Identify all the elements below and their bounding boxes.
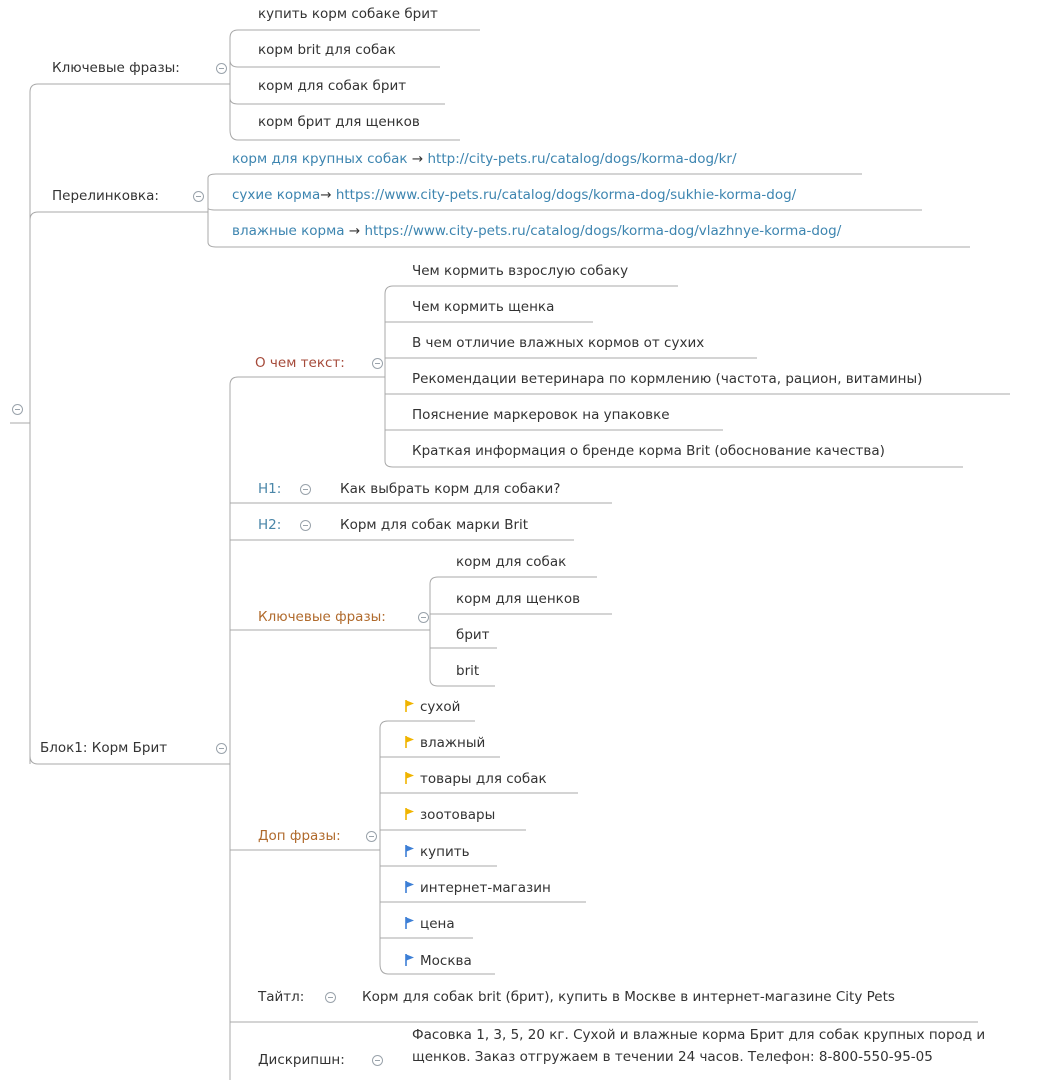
block-keyphrase-item: brit — [456, 663, 480, 679]
interlinking-collapse-icon[interactable] — [193, 191, 204, 202]
h1-label: H1: — [258, 481, 282, 497]
keyphrase-item: корм брит для щенков — [258, 114, 420, 130]
interlinking-label: Перелинковка: — [52, 188, 159, 204]
extra-label: Доп фразы: — [258, 828, 341, 844]
extra-item: влажный — [420, 735, 486, 751]
description-label: Дискрипшн: — [258, 1052, 345, 1068]
about-label: О чем текст: — [255, 355, 345, 371]
block1-label: Блок1: Корм Брит — [40, 740, 168, 756]
extra-item: зоотовары — [420, 807, 496, 823]
extra-item: цена — [420, 916, 455, 932]
root-branch-block1 — [29, 755, 230, 765]
description-line: щенков. Заказ отгружаем в течении 24 час… — [412, 1049, 933, 1065]
yellow-flag-icon — [405, 700, 414, 712]
extra-item: интернет-магазин — [420, 880, 551, 896]
blue-flag-icon — [405, 917, 414, 929]
yellow-flag-icon — [405, 736, 414, 748]
extra-item: сухой — [420, 699, 461, 715]
extra-item: Москва — [420, 953, 472, 969]
about-item: В чем отличие влажных кормов от сухих — [412, 335, 705, 351]
h1-value: Как выбрать корм для собаки? — [340, 481, 561, 497]
about-item: Краткая информация о бренде корма Brit (… — [412, 443, 885, 459]
block-keyphrase-item: брит — [456, 627, 490, 643]
extra-collapse-icon[interactable] — [366, 831, 377, 842]
root-branch-interlinking — [29, 211, 208, 221]
interlink-url[interactable]: https://www.city-pets.ru/catalog/dogs/ko… — [364, 223, 842, 239]
about-item: Чем кормить щенка — [412, 299, 555, 315]
root-collapse-icon[interactable] — [12, 404, 23, 415]
block1-collapse-icon[interactable] — [216, 743, 227, 754]
interlink-row[interactable]: корм для крупных собак → http://city-pet… — [232, 150, 737, 168]
title-value: Корм для собак brit (брит), купить в Мос… — [362, 989, 895, 1005]
interlink-anchor[interactable]: влажные корма — [232, 223, 345, 239]
interlink-row[interactable]: влажные корма → https://www.city-pets.ru… — [232, 222, 841, 240]
keyphrases-collapse-icon[interactable] — [216, 63, 227, 74]
interlink-url[interactable]: http://city-pets.ru/catalog/dogs/korma-d… — [427, 151, 737, 167]
block-keyphrases-collapse-icon[interactable] — [418, 612, 429, 623]
extra-item: купить — [420, 844, 470, 860]
title-label: Тайтл: — [258, 989, 305, 1005]
h2-value: Корм для собак марки Brit — [340, 517, 529, 533]
interlink-url[interactable]: https://www.city-pets.ru/catalog/dogs/ko… — [335, 187, 797, 203]
arrow-icon: → — [320, 187, 332, 203]
arrow-icon: → — [411, 151, 424, 167]
blue-flag-icon — [405, 954, 414, 966]
yellow-flag-icon — [405, 808, 414, 820]
h2-label: H2: — [258, 517, 282, 533]
root-branch-keyphrases — [29, 83, 230, 93]
keyphrase-item: купить корм собаке брит — [258, 6, 438, 22]
blue-flag-icon — [405, 845, 414, 857]
h1-collapse-icon[interactable] — [300, 484, 311, 495]
description-collapse-icon[interactable] — [372, 1055, 383, 1066]
keyphrase-item: корм brit для собак — [258, 42, 396, 58]
description-line: Фасовка 1, 3, 5, 20 кг. Сухой и влажные … — [412, 1027, 986, 1043]
about-item: Рекомендации ветеринара по кормлению (ча… — [412, 371, 923, 387]
keyphrases-label: Ключевые фразы: — [52, 60, 180, 76]
about-collapse-icon[interactable] — [372, 358, 383, 369]
block-keyphrase-item: корм для собак — [456, 554, 567, 570]
arrow-icon: → — [348, 223, 361, 239]
yellow-flag-icon — [405, 772, 414, 784]
interlink-anchor[interactable]: корм для крупных собак — [232, 151, 408, 167]
title-collapse-icon[interactable] — [325, 992, 336, 1003]
branch-about — [229, 376, 385, 386]
about-item: Пояснение маркеровок на упаковке — [412, 407, 670, 423]
extra-item: товары для собак — [420, 771, 547, 787]
about-item: Чем кормить взрослую собаку — [412, 263, 629, 279]
block-keyphrase-item: корм для щенков — [456, 591, 581, 607]
interlink-row[interactable]: сухие корма→ https://www.city-pets.ru/ca… — [232, 186, 796, 204]
interlink-anchor[interactable]: сухие корма — [232, 187, 321, 203]
block-keyphrases-label: Ключевые фразы: — [258, 609, 386, 625]
h2-collapse-icon[interactable] — [300, 520, 311, 531]
blue-flag-icon — [405, 881, 414, 893]
keyphrase-item: корм для собак брит — [258, 78, 407, 94]
